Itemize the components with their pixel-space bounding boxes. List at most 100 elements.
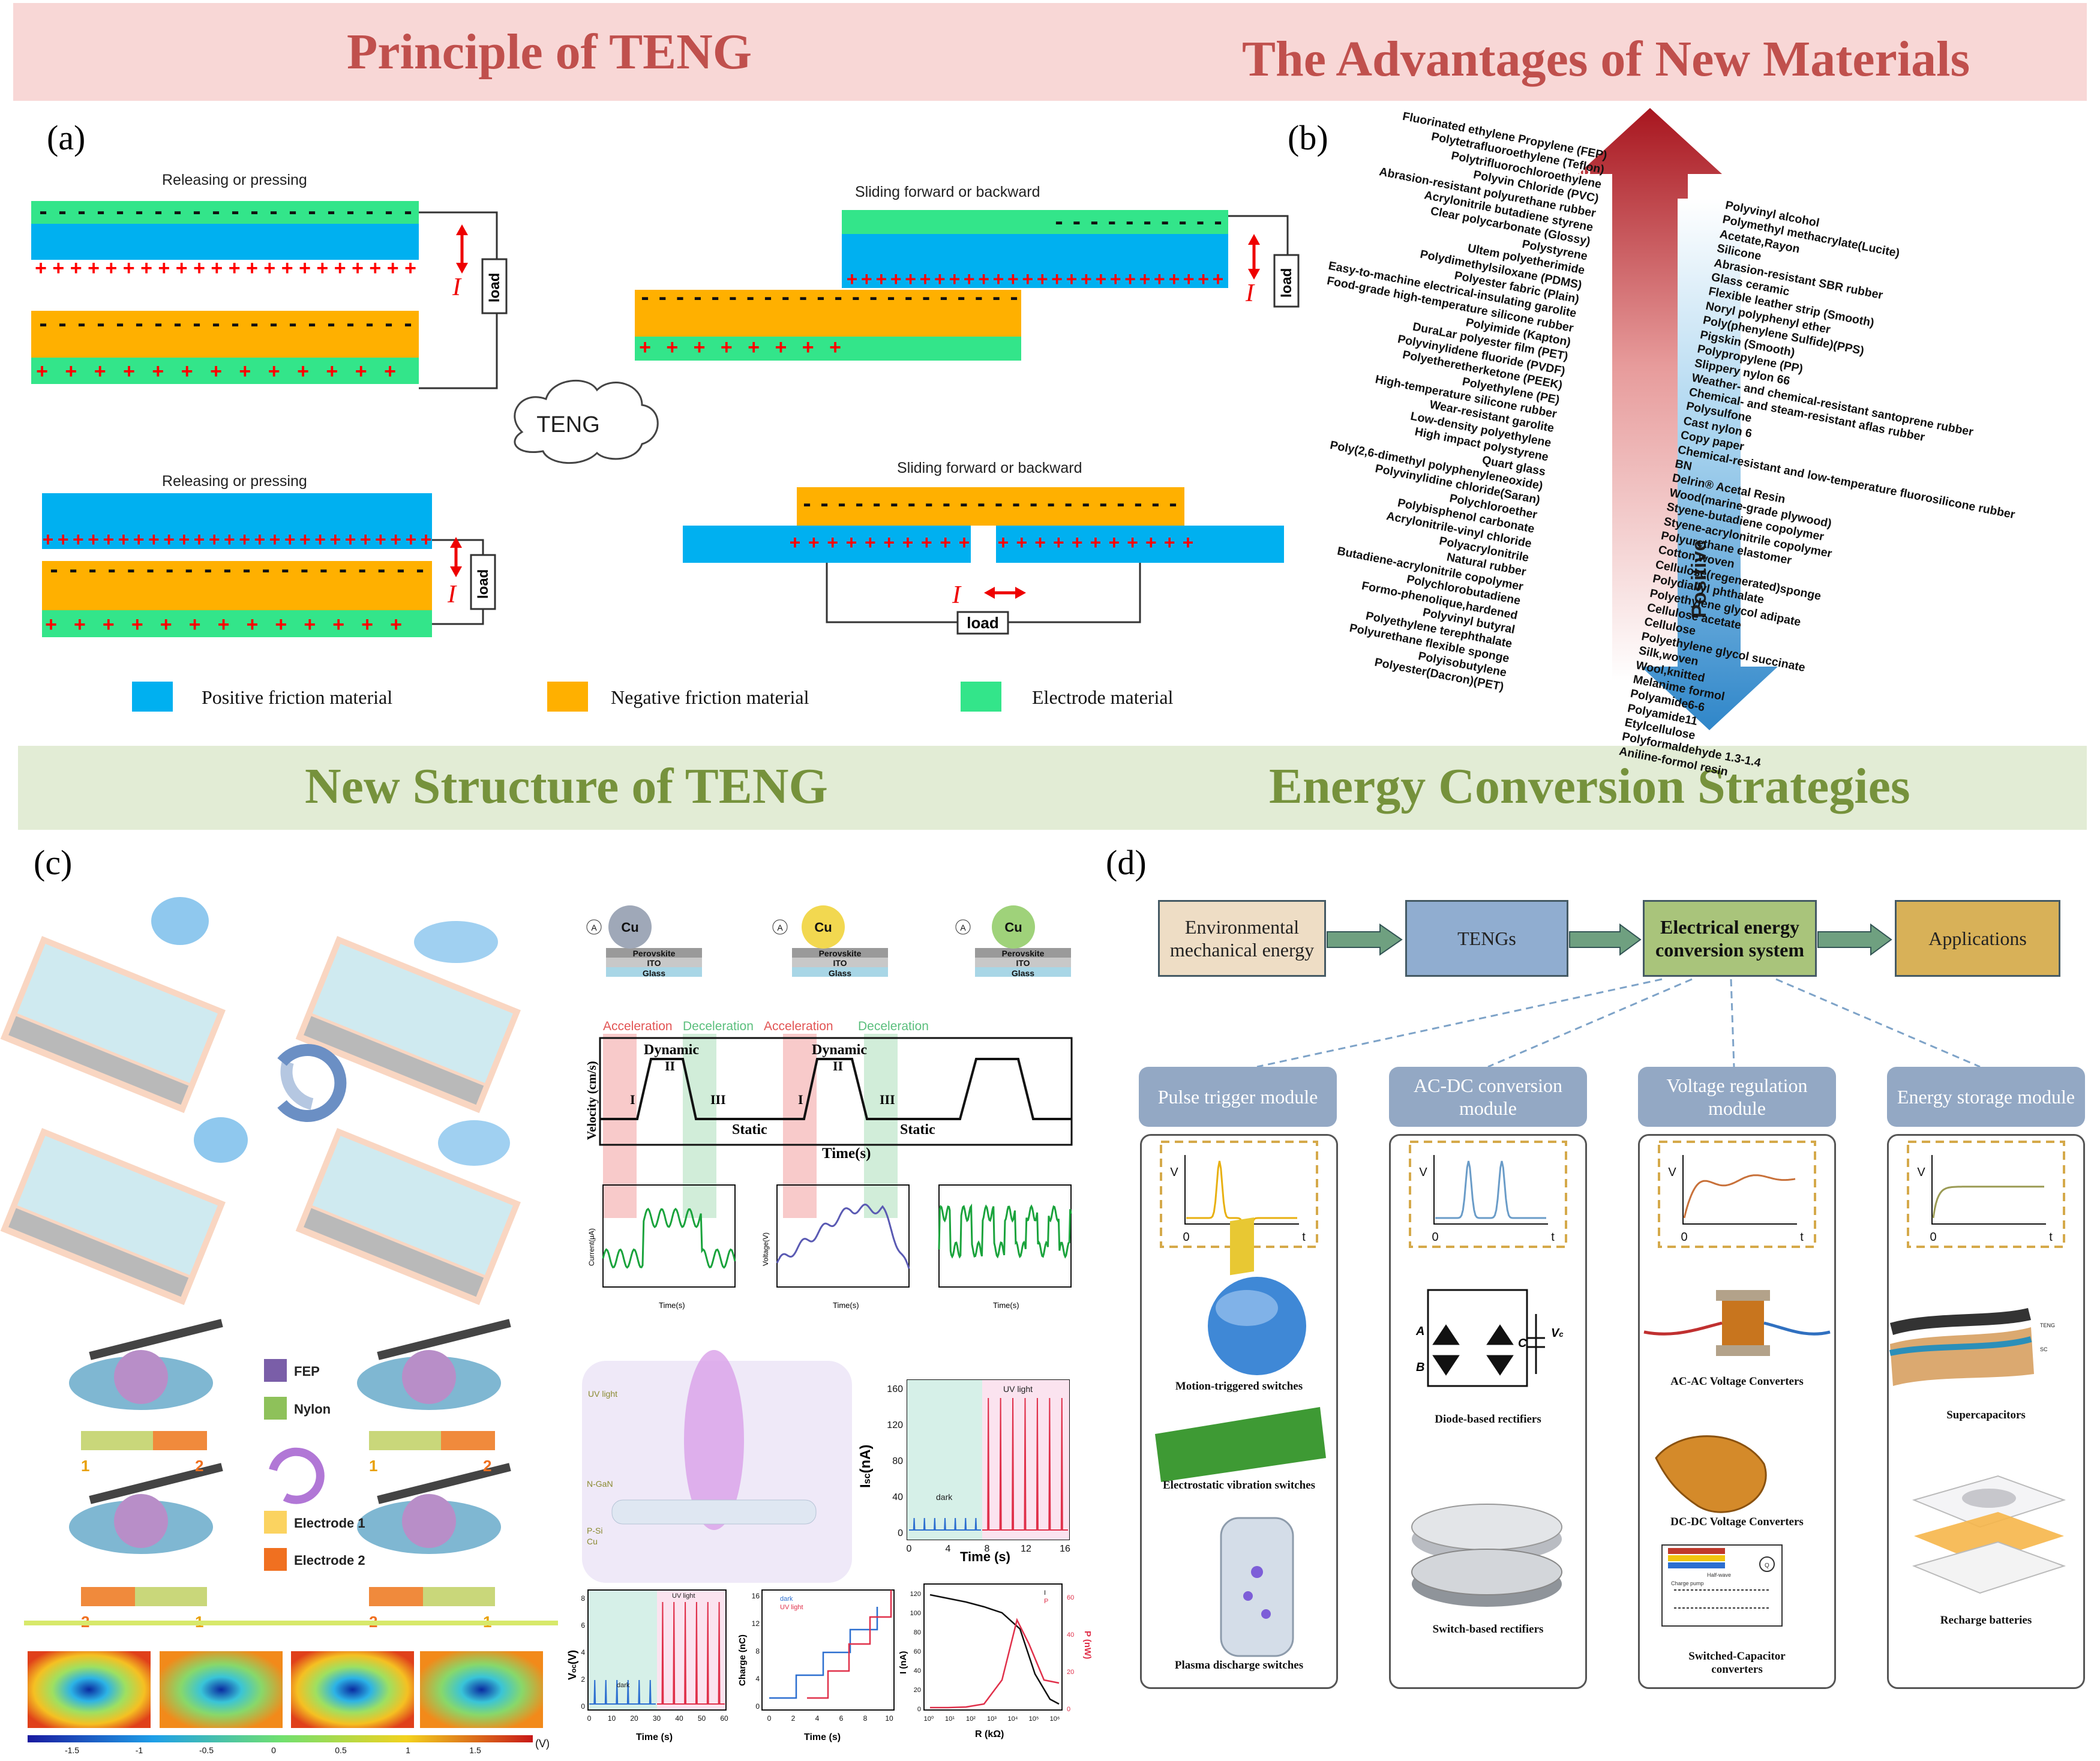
positive-charge: + xyxy=(158,257,170,280)
positive-charge: + xyxy=(239,529,250,550)
decel-band-1 xyxy=(683,1034,716,1218)
ammeter xyxy=(772,919,788,935)
waveform-axes xyxy=(1433,1155,1548,1225)
positive-charge: + xyxy=(299,529,311,550)
negative-charge: - xyxy=(193,310,200,337)
voc-time: Time (s) xyxy=(636,1732,673,1742)
teng-cloud-label: TENG xyxy=(536,412,600,437)
mode3-negative-layer xyxy=(42,561,432,619)
positive-charge: + xyxy=(1183,268,1195,290)
negative-charge: - xyxy=(397,556,404,583)
perovskite-label: Perovskite xyxy=(819,949,862,958)
negative-charge: - xyxy=(346,310,354,337)
positive-charge: + xyxy=(1183,532,1194,553)
negative-charge: - xyxy=(799,284,807,310)
panel-a-label: (a) xyxy=(47,118,86,157)
tick-label: -1 xyxy=(136,1745,143,1755)
cu-label: Cu xyxy=(621,920,638,935)
negative-charge: - xyxy=(50,556,58,583)
mode1-load-box xyxy=(481,258,508,314)
positive-charge: + xyxy=(88,257,100,280)
tick-label: 0.5 xyxy=(335,1745,347,1755)
rotary-teng-1 xyxy=(69,1319,223,1410)
negative-charge: - xyxy=(873,490,881,517)
negative-charge: - xyxy=(940,284,947,310)
positive-charge: + xyxy=(45,613,57,636)
positive-charge: + xyxy=(73,529,84,550)
positive-charge: + xyxy=(404,257,416,280)
tick-label: 120 xyxy=(887,1420,903,1430)
uv-label-psi: P-Si xyxy=(587,1526,602,1535)
negative-charge: - xyxy=(838,490,845,517)
tick-label: 60 xyxy=(720,1714,728,1723)
positive-charge: + xyxy=(176,257,188,280)
negative-charge: - xyxy=(377,556,385,583)
voc-dark: dark xyxy=(617,1682,630,1689)
positive-charge: + xyxy=(224,529,235,550)
droplet-3 xyxy=(194,1117,248,1163)
negative-charge: - xyxy=(641,284,649,310)
negative-charge: - xyxy=(365,198,373,224)
positive-charge: + xyxy=(152,360,164,383)
negative-charge: - xyxy=(385,198,392,224)
positive-charge: + xyxy=(281,257,293,280)
current-trace-1 xyxy=(602,1207,736,1269)
isc-dark-trace xyxy=(909,1517,981,1531)
negative-charge: - xyxy=(922,284,930,310)
tick-label: 10⁰ xyxy=(924,1715,934,1723)
positive-charge: + xyxy=(163,529,175,550)
tick-label: 4 xyxy=(755,1675,760,1683)
flow-applications: Applications xyxy=(1895,900,2060,977)
module-title-voltage: Voltage regulation module xyxy=(1638,1067,1836,1127)
isc-dark: dark xyxy=(936,1492,953,1502)
tick-label: 8 xyxy=(863,1714,868,1723)
positive-charge: + xyxy=(1139,268,1151,290)
positive-charge: + xyxy=(993,268,1004,290)
diode-rectifier-circuit xyxy=(1427,1289,1545,1387)
positive-charge: + xyxy=(978,268,989,290)
negative-charge: - xyxy=(385,310,392,337)
mode1-electrode-charges: +++++++++++++ xyxy=(36,360,396,383)
tick-label: 2 xyxy=(791,1714,796,1723)
legend-electrode-swatch xyxy=(961,682,1001,712)
positive-charge: + xyxy=(1081,268,1092,290)
voc-dark-trace xyxy=(589,1679,656,1705)
plasma-switch-cylinder xyxy=(1220,1517,1294,1657)
positive-charge: + xyxy=(890,268,902,290)
mode2-minus-charges: ---------- xyxy=(1055,208,1222,235)
negative-charge: - xyxy=(327,310,335,337)
negative-charge: - xyxy=(1030,490,1037,517)
mode4-left-charges: ++++++++++ xyxy=(790,532,970,553)
positive-charge: + xyxy=(148,529,160,550)
top-banner xyxy=(13,3,2087,101)
positive-charge: + xyxy=(352,257,364,280)
layer xyxy=(975,958,1071,967)
negative-charge: - xyxy=(69,556,77,583)
positive-charge: + xyxy=(934,268,946,290)
tick-label: 0 xyxy=(917,1706,921,1713)
negative-charge: - xyxy=(365,310,373,337)
tick-label: 1.5 xyxy=(469,1745,481,1755)
glass-label: Glass xyxy=(829,968,851,978)
tick-label: 8 xyxy=(755,1647,760,1655)
tick-label: 10⁵ xyxy=(1029,1715,1039,1723)
positive-charge: + xyxy=(1072,532,1083,553)
negative-charge: - xyxy=(1108,208,1116,235)
mode2-title: Sliding forward or backward xyxy=(855,184,1040,200)
positive-charge: + xyxy=(1090,532,1102,553)
negative-charge: - xyxy=(308,310,316,337)
panel-d-label: (d) xyxy=(1106,843,1147,882)
uv-label-cu: Cu xyxy=(587,1537,598,1546)
tick-label: -1.5 xyxy=(65,1745,79,1755)
panel-a-diagram: Releasing or pressing ------------------… xyxy=(31,172,1300,712)
mode3-current: I xyxy=(447,581,457,608)
negative-charge: - xyxy=(764,284,772,310)
negative-charge: - xyxy=(289,198,296,224)
positive-charge: + xyxy=(52,257,64,280)
negative-charge: - xyxy=(166,556,173,583)
negative-charge: - xyxy=(925,490,933,517)
negative-charge: - xyxy=(1082,490,1090,517)
layer xyxy=(975,967,1071,977)
module-panel-storage xyxy=(1887,1134,2085,1689)
